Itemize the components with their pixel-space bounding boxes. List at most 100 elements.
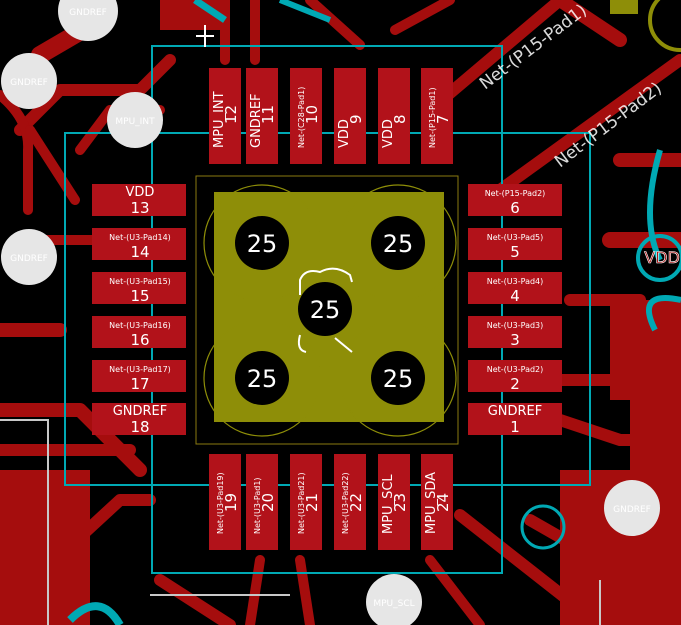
via-gndref[interactable]: GNDREF — [1, 229, 57, 285]
thermal-via-drill[interactable] — [371, 216, 425, 270]
thermal-via[interactable]: 25 — [298, 282, 352, 336]
pad-net-label: MPU_SCL — [381, 474, 396, 534]
silk-outline — [0, 419, 49, 625]
via-pad[interactable] — [58, 0, 118, 41]
pad-copper[interactable] — [334, 68, 366, 164]
pad-copper[interactable] — [468, 272, 562, 304]
pad-7[interactable]: Net-(P15-Pad1)7 — [421, 68, 453, 164]
pad-copper[interactable] — [421, 68, 453, 164]
copper-zone — [160, 0, 220, 30]
via-gndref[interactable]: GNDREF — [58, 0, 118, 41]
pad-copper[interactable] — [421, 454, 453, 550]
teal-trace — [647, 149, 663, 262]
via-mpu-int[interactable]: MPU_INT — [107, 92, 163, 148]
pad-copper[interactable] — [468, 403, 562, 435]
pad-number: 13 — [130, 199, 149, 217]
pad-copper[interactable] — [378, 454, 410, 550]
pad-copper[interactable] — [468, 184, 562, 216]
teal-trace — [67, 602, 124, 625]
pad-copper[interactable] — [92, 316, 186, 348]
pad-4[interactable]: Net-(U3-Pad4)4 — [468, 272, 562, 305]
trace — [0, 90, 34, 215]
pad-net-label: Net-(P15-Pad1) — [428, 87, 437, 148]
pad-16[interactable]: Net-(U3-Pad16)16 — [92, 316, 186, 349]
thermal-via[interactable]: 25 — [371, 216, 425, 270]
pad-copper[interactable] — [246, 68, 278, 164]
via-gndref[interactable]: GNDREF — [604, 480, 660, 536]
pad-15[interactable]: Net-(U3-Pad15)15 — [92, 272, 186, 305]
pad-copper[interactable] — [246, 454, 278, 550]
pad-copper[interactable] — [209, 68, 241, 164]
via-mpu-scl[interactable]: MPU_SCL — [366, 574, 422, 625]
pad-copper[interactable] — [92, 403, 186, 435]
via-vdd[interactable]: VDD — [644, 248, 680, 268]
thermal-via-drill[interactable] — [371, 351, 425, 405]
via-pad[interactable] — [1, 53, 57, 109]
thermal-via[interactable]: 25 — [235, 351, 289, 405]
via-net-label: MPU_SCL — [373, 599, 414, 609]
pad-5[interactable]: Net-(U3-Pad5)5 — [468, 228, 562, 261]
via-pad[interactable] — [107, 92, 163, 148]
pad-17[interactable]: Net-(U3-Pad17)17 — [92, 360, 186, 393]
pad-number: 12 — [222, 105, 240, 124]
pad-2[interactable]: Net-(U3-Pad2)2 — [468, 360, 562, 393]
pad-number: 11 — [259, 105, 277, 124]
via-pad[interactable] — [1, 229, 57, 285]
pad-copper[interactable] — [378, 68, 410, 164]
via-net-label: GNDREF — [613, 505, 651, 515]
thermal-via-drill[interactable] — [235, 351, 289, 405]
pad-copper[interactable] — [290, 454, 322, 550]
via-pad[interactable] — [366, 574, 422, 625]
pad-20[interactable]: Net-(U3-Pad1)20 — [246, 454, 278, 550]
pad-copper[interactable] — [468, 228, 562, 260]
pad-net-label: Net-(U3-Pad22) — [341, 472, 350, 534]
pad-number: 14 — [130, 243, 149, 261]
pad-19[interactable]: Net-(U3-Pad19)19 — [209, 454, 241, 550]
pad-number: 8 — [391, 114, 409, 124]
pad-copper[interactable] — [209, 454, 241, 550]
pad-copper[interactable] — [468, 316, 562, 348]
pad-10[interactable]: Net-(C28-Pad1)10 — [290, 68, 322, 164]
pad-14[interactable]: Net-(U3-Pad14)14 — [92, 228, 186, 261]
thermal-via-pad-number: 25 — [310, 296, 341, 324]
pad-copper[interactable] — [92, 184, 186, 216]
teal-trace — [646, 295, 681, 332]
thermal-via[interactable]: 25 — [371, 351, 425, 405]
pad-6[interactable]: Net-(P15-Pad2)6 — [468, 184, 562, 217]
pad-copper[interactable] — [92, 228, 186, 260]
thermal-via-drill[interactable] — [298, 282, 352, 336]
pad-net-label: GNDREF — [488, 404, 543, 419]
thermal-via[interactable]: 25 — [235, 216, 289, 270]
copper-zone — [630, 400, 681, 470]
pad-3[interactable]: Net-(U3-Pad3)3 — [468, 316, 562, 349]
pad-number: 2 — [510, 375, 520, 393]
thermal-via-pad-number: 25 — [247, 365, 278, 393]
via-gndref[interactable]: GNDREF — [1, 53, 57, 109]
via-pad[interactable] — [604, 480, 660, 536]
thermal-via-drill[interactable] — [235, 216, 289, 270]
pad-21[interactable]: Net-(U3-Pad21)21 — [290, 454, 322, 550]
pad-copper[interactable] — [92, 360, 186, 392]
pad-copper[interactable] — [468, 360, 562, 392]
pad-net-label: VDD — [381, 119, 396, 148]
copper-zone — [0, 470, 90, 625]
trace — [425, 555, 485, 625]
pad-22[interactable]: Net-(U3-Pad22)22 — [334, 454, 366, 550]
thermal-pad-group[interactable]: 25 25 25 25 25 — [203, 184, 457, 437]
via-net-label: MPU_INT — [115, 117, 155, 127]
pad-copper[interactable] — [92, 272, 186, 304]
pad-copper[interactable] — [334, 454, 366, 550]
pad-copper[interactable] — [290, 68, 322, 164]
